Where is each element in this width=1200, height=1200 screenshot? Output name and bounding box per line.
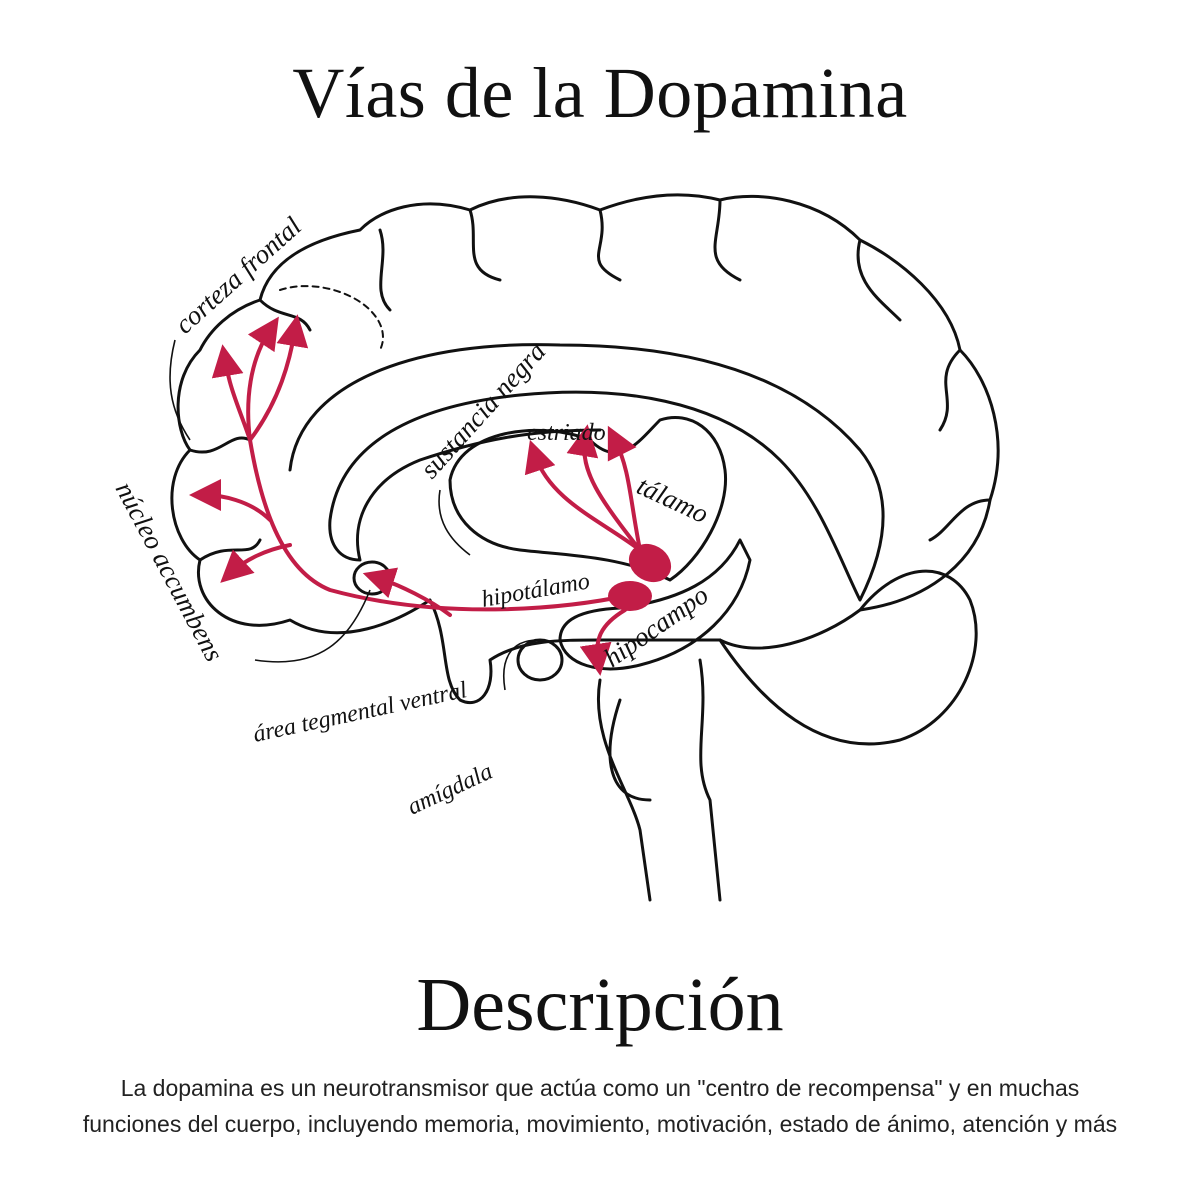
- label-amigdala: amígdala: [404, 759, 497, 821]
- label-talamo: tálamo: [632, 470, 713, 529]
- description-heading: Descripción: [416, 963, 784, 1047]
- frontal-dashed-region: [279, 285, 384, 351]
- amygdala-shape: [516, 638, 564, 682]
- vta-dot: [608, 581, 652, 611]
- cerebellum-outline: [718, 569, 978, 746]
- corpus-callosum: [288, 343, 885, 602]
- nucleus-accumbens-shape: [352, 560, 392, 596]
- brainstem-outline: [597, 658, 722, 902]
- leader-lines: [169, 339, 539, 691]
- brain-diagram: corteza frontal núcleo accumbens sustanc…: [110, 193, 1000, 902]
- substantia-nigra-dot: [628, 543, 672, 583]
- description-line-1: La dopamina es un neurotransmisor que ac…: [120, 1075, 1080, 1101]
- label-corteza-frontal: corteza frontal: [169, 211, 307, 340]
- gyri-lines: [188, 198, 992, 562]
- description-text: La dopamina es un neurotransmisor que ac…: [0, 1070, 1200, 1142]
- description-line-2: funciones del cuerpo, incluyendo memoria…: [82, 1111, 1118, 1137]
- label-area-tegmental-ventral: área tegmental ventral: [251, 677, 470, 748]
- page-title: Vías de la Dopamina: [292, 53, 908, 133]
- dopamine-pathways: [189, 314, 672, 676]
- label-sustancia-negra: sustancia negra: [414, 336, 551, 484]
- hippocampus-outline: [558, 538, 752, 671]
- label-nucleo-accumbens: núcleo accumbens: [110, 477, 230, 667]
- label-estriado: estriado: [527, 420, 606, 446]
